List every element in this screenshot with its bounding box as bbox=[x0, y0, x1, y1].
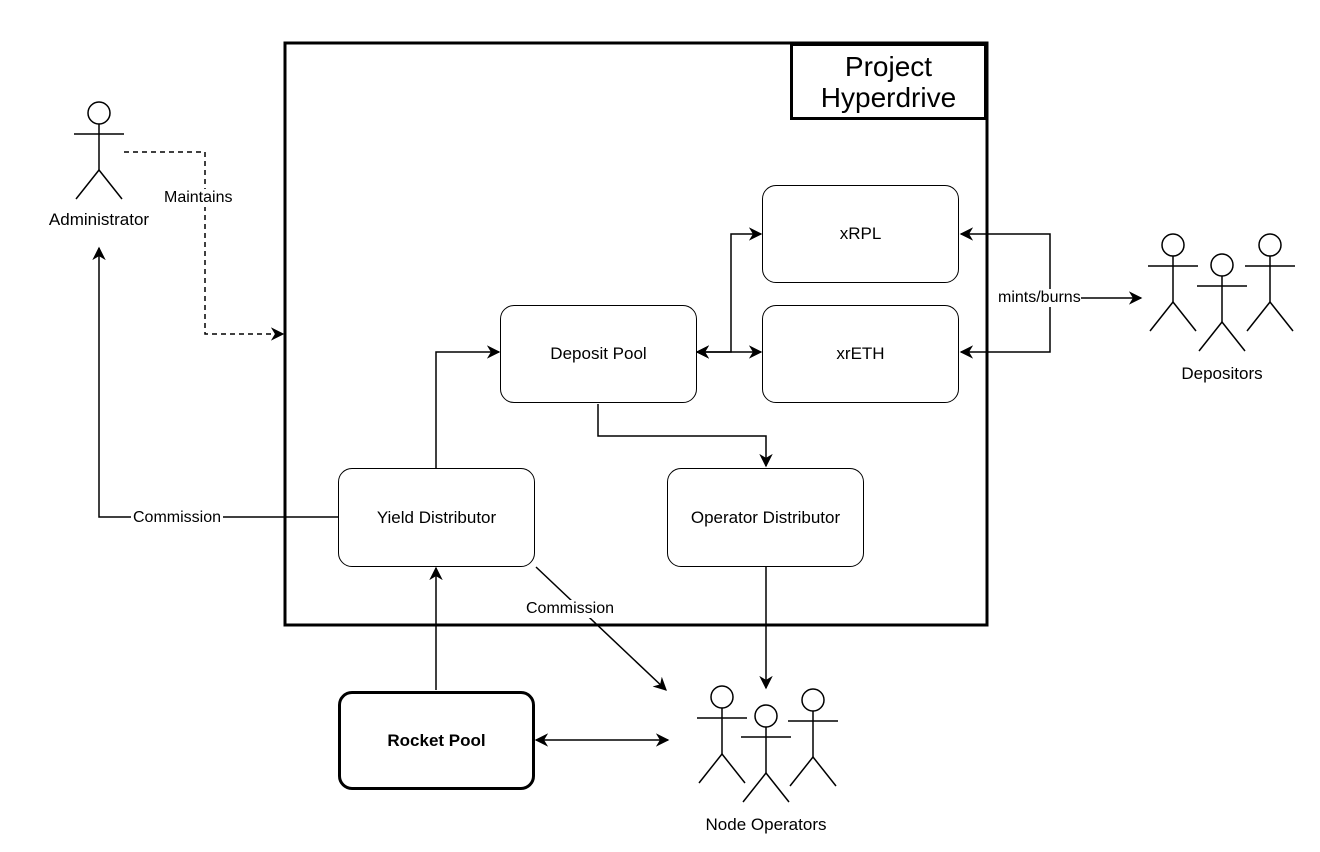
node-operators-label: Node Operators bbox=[705, 815, 827, 834]
xreth-box: xrETH bbox=[762, 305, 959, 403]
administrator-actor-icon bbox=[74, 101, 124, 200]
commission-admin-edge bbox=[92, 246, 338, 518]
depositors-label: Depositors bbox=[1181, 364, 1263, 383]
project-title-box: Project Hyperdrive bbox=[790, 43, 987, 120]
project-hyperdrive-container bbox=[283, 41, 989, 627]
administrator-label: Administrator bbox=[48, 210, 150, 229]
deposit-pool-box: Deposit Pool bbox=[500, 305, 697, 403]
node-operators-actor-icon bbox=[697, 685, 838, 803]
maintains-label: Maintains bbox=[162, 189, 235, 207]
depositors-actor-icon bbox=[1148, 233, 1295, 352]
operator-distributor-box: Operator Distributor bbox=[667, 468, 864, 567]
commission-operators-edge bbox=[535, 566, 667, 691]
yield-to-deposit-edge bbox=[435, 345, 501, 468]
mints-burns-label: mints/burns bbox=[998, 289, 1081, 307]
xrpl-box: xRPL bbox=[762, 185, 959, 283]
rocket-pool-box: Rocket Pool bbox=[338, 691, 535, 790]
yield-distributor-box: Yield Distributor bbox=[338, 468, 535, 567]
title-line2: Hyperdrive bbox=[820, 81, 957, 113]
commission-operators-label: Commission bbox=[524, 600, 617, 618]
deposit-xrpl-edge bbox=[695, 227, 763, 359]
title-line1: Project bbox=[844, 50, 933, 82]
deposit-to-operator-edge bbox=[597, 404, 773, 468]
commission-admin-label: Commission bbox=[131, 509, 224, 527]
maintains-edge bbox=[124, 151, 285, 341]
